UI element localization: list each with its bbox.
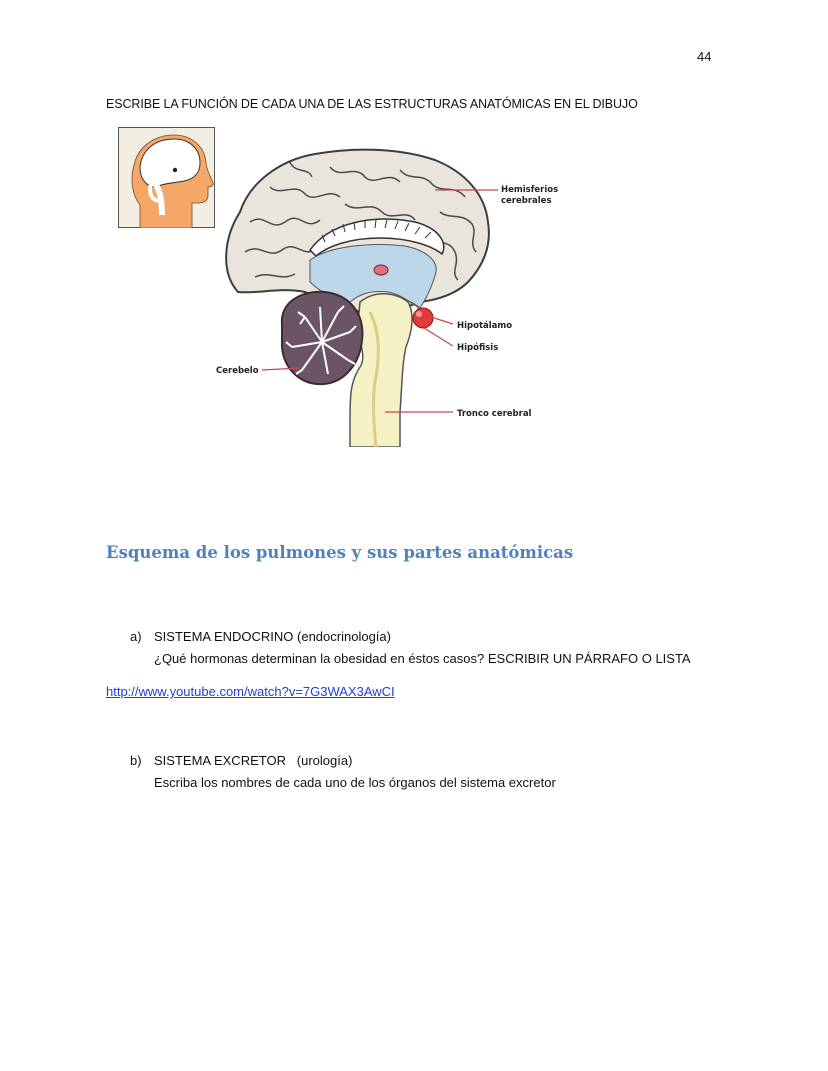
section-heading: Esquema de los pulmones y sus partes ana…: [106, 543, 574, 562]
item-a-marker: a): [130, 629, 142, 644]
label-hipotalamo: Hipotálamo: [457, 321, 512, 331]
label-hipofisis: Hipófisis: [457, 342, 498, 353]
label-tronco-cerebral: Tronco cerebral: [457, 409, 532, 419]
head-thumbnail-image: [118, 127, 215, 228]
label-hemisferios-2: cerebrales: [501, 196, 552, 206]
item-a-title: SISTEMA ENDOCRINO (endocrinología): [154, 629, 391, 644]
brainstem-shape: [349, 293, 413, 447]
instruction-text: ESCRIBE LA FUNCIÓN DE CADA UNA DE LAS ES…: [106, 97, 638, 111]
item-b-title: SISTEMA EXCRETOR (urología): [154, 753, 353, 768]
item-b-text: Escriba los nombres de cada uno de los ó…: [154, 775, 556, 790]
label-cerebelo: Cerebelo: [216, 366, 259, 376]
youtube-link[interactable]: http://www.youtube.com/watch?v=7G3WAX3Aw…: [106, 684, 395, 699]
pituitary-shape: [412, 307, 434, 329]
item-b-marker: b): [130, 753, 142, 768]
page-number: 44: [697, 49, 712, 64]
brain-diagram: Hemisferios cerebrales Hipotálamo Hipófi…: [216, 148, 558, 447]
label-hemisferios-1: Hemisferios: [501, 185, 558, 195]
item-a-text: ¿Qué hormonas determinan la obesidad en …: [154, 651, 691, 666]
